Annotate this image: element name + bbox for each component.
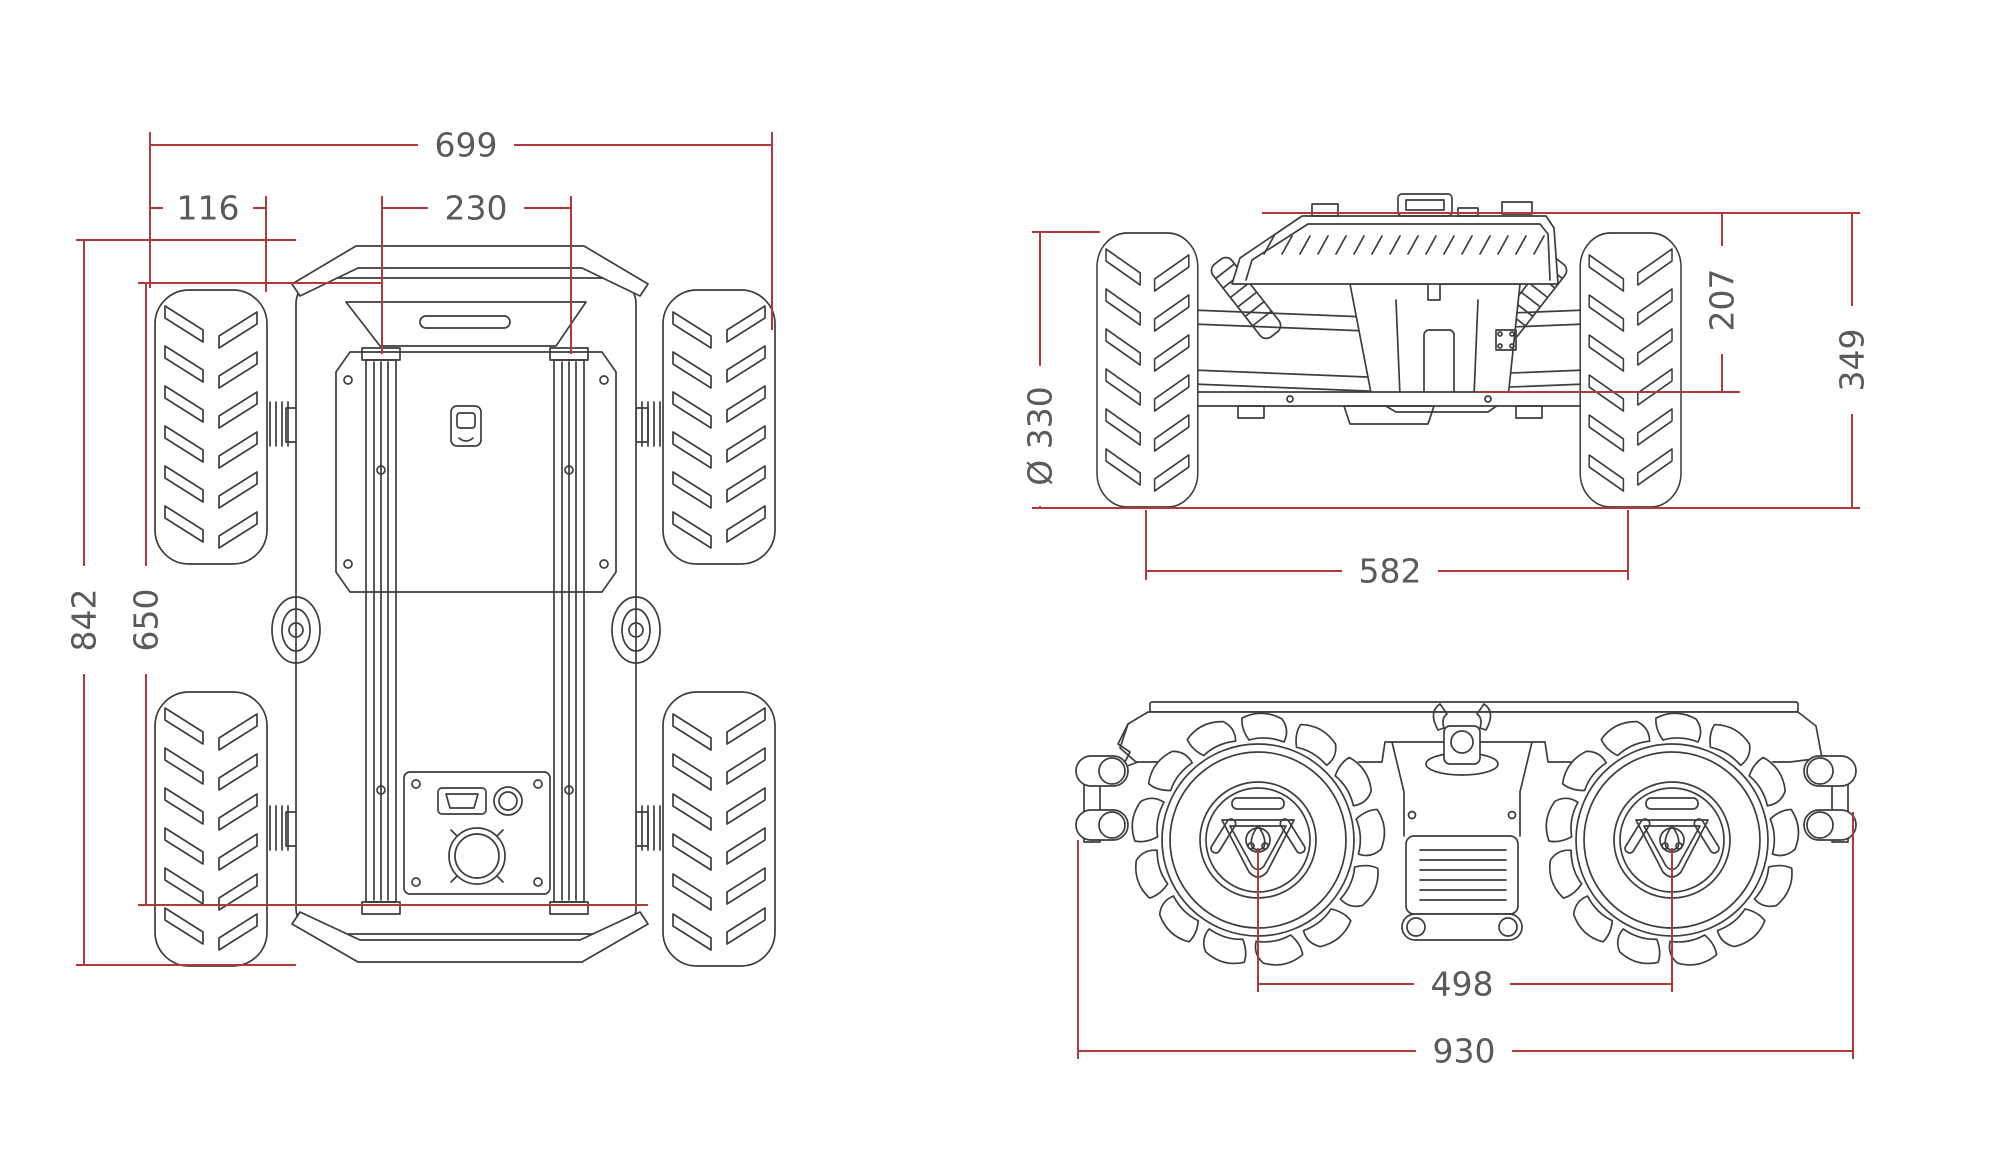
front-center-chassis	[1349, 283, 1521, 413]
front-deck-slot	[419, 315, 511, 329]
side-bumper-right	[1803, 755, 1857, 843]
top-view-tire-front-left	[155, 290, 267, 564]
label-582: 582	[1359, 552, 1422, 591]
label-116: 116	[177, 189, 240, 228]
label-650: 650	[127, 589, 166, 652]
rear-connector-panel	[403, 771, 551, 895]
axle-spring-front-left	[269, 401, 299, 447]
label-230: 230	[445, 189, 508, 228]
front-view-tire-left	[1097, 233, 1198, 507]
vga-port	[437, 787, 487, 815]
top-view-tire-rear-left	[155, 692, 267, 966]
front-top-deck	[1231, 215, 1559, 285]
front-view	[1097, 193, 1681, 507]
axle-spring-rear-right	[635, 805, 661, 851]
label-330: Ø 330	[1021, 386, 1060, 485]
fan-vent	[448, 827, 506, 885]
top-view-tire-rear-right	[663, 692, 775, 966]
top-handle	[450, 405, 482, 447]
dimension-labels: 699 116 230 842 650 Ø 330 207 349 582 49…	[65, 126, 1872, 1071]
mount-rail-right	[549, 347, 589, 915]
label-842: 842	[65, 589, 104, 652]
label-699: 699	[435, 126, 498, 165]
label-498: 498	[1431, 965, 1494, 1004]
front-deck	[345, 301, 587, 347]
axle-spring-front-right	[635, 401, 661, 447]
side-hub-left	[271, 596, 321, 664]
rear-bumper	[291, 911, 649, 963]
round-connector	[493, 786, 523, 816]
side-view	[1075, 701, 1857, 970]
mount-rail-left	[361, 347, 401, 915]
front-view-tire-right	[1580, 233, 1681, 507]
battery-box	[1401, 835, 1523, 941]
top-view-tire-front-right	[663, 290, 775, 564]
label-207: 207	[1703, 269, 1742, 332]
top-plate	[335, 351, 617, 593]
axle-spring-rear-left	[269, 805, 299, 851]
label-930: 930	[1433, 1032, 1496, 1071]
camera-mount	[1425, 703, 1499, 776]
side-bumper-left	[1075, 755, 1129, 843]
top-view	[155, 245, 775, 966]
label-349: 349	[1833, 329, 1872, 392]
lower-arm-left	[1191, 369, 1393, 393]
side-hub-right	[611, 596, 661, 664]
